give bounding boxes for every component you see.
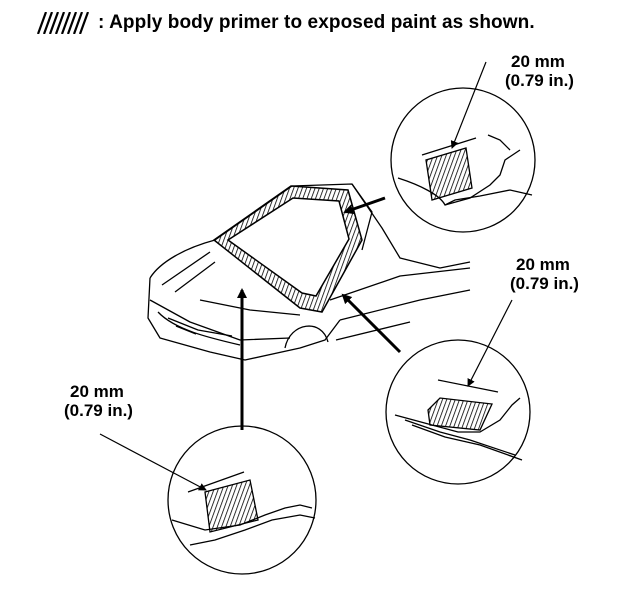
callout-mid-right: 20 mm (0.79 in.) <box>510 255 579 293</box>
hatch-pattern-swatch <box>36 12 90 34</box>
legend-text: : Apply body primer to exposed paint as … <box>98 12 535 33</box>
callout-mm: 20 mm <box>511 52 565 71</box>
detail-circle-bottom <box>99 425 317 575</box>
detail-circle-top <box>390 61 536 233</box>
callout-mm: 20 mm <box>70 382 124 401</box>
callout-left: 20 mm (0.79 in.) <box>64 382 133 420</box>
callout-inch: (0.79 in.) <box>505 71 574 90</box>
car-body <box>147 183 471 361</box>
callout-inch: (0.79 in.) <box>510 274 579 293</box>
callout-mm: 20 mm <box>516 255 570 274</box>
callout-top-right: 20 mm (0.79 in.) <box>505 52 574 90</box>
callout-inch: (0.79 in.) <box>64 401 133 420</box>
detail-circle-mid <box>385 299 531 485</box>
pointer-arrows <box>237 196 402 430</box>
legend: : Apply body primer to exposed paint as … <box>36 10 535 36</box>
windshield-frame <box>212 185 363 313</box>
